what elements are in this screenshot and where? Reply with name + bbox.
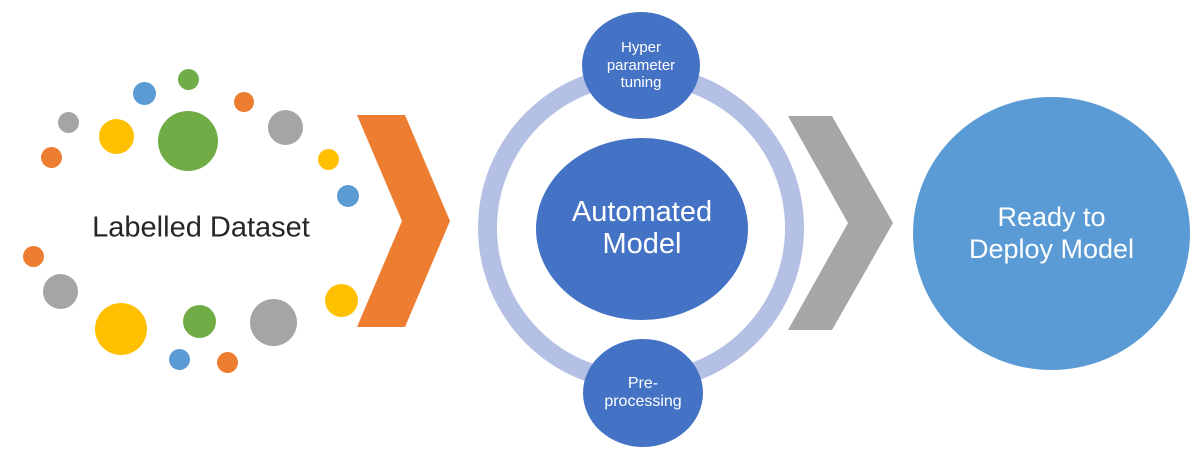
labelled-dataset-label: Labelled Dataset xyxy=(92,211,310,244)
dataset-dot xyxy=(168,348,190,370)
dataset-dot xyxy=(182,304,216,338)
dataset-dot xyxy=(249,298,297,346)
ready-to-deploy-node: Ready to Deploy Model xyxy=(913,97,1190,370)
hyperparameter-tuning-node: Hyper parameter tuning xyxy=(582,12,700,119)
dataset-dot xyxy=(98,118,134,154)
dataset-dot xyxy=(158,111,218,171)
preprocessing-node: Pre- processing xyxy=(583,339,703,447)
dataset-dot xyxy=(216,351,238,373)
hyperparameter-tuning-label: Hyper parameter tuning xyxy=(606,38,676,92)
preprocessing-label: Pre- processing xyxy=(604,374,682,410)
dataset-dot xyxy=(317,148,339,170)
dataset-dot xyxy=(324,283,358,317)
automated-model-node: Automated Model xyxy=(536,138,748,320)
dataset-dot xyxy=(132,81,156,105)
dataset-dot xyxy=(337,185,359,207)
dataset-dot xyxy=(40,146,62,168)
dataset-dot xyxy=(22,245,44,267)
dataset-dot xyxy=(95,303,147,355)
dataset-dot xyxy=(42,273,78,309)
dataset-dot xyxy=(57,111,79,133)
ready-to-deploy-label: Ready to Deploy Model xyxy=(968,202,1135,264)
chevron-right-icon-1 xyxy=(357,115,450,327)
dataset-dot xyxy=(267,109,303,145)
automated-model-label: Automated Model xyxy=(571,196,713,260)
dataset-dot xyxy=(234,92,254,112)
dataset-dot xyxy=(177,68,199,90)
